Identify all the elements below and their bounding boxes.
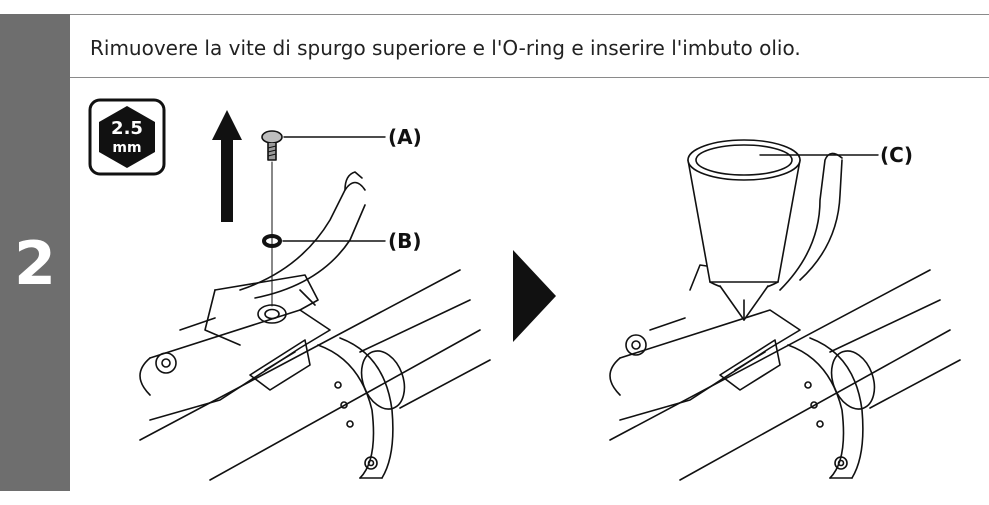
right-illustration [609,139,961,481]
play-arrow-icon [513,250,556,342]
instruction-divider [70,77,989,78]
label-a: (A) [388,125,422,149]
tool-badge: 2.5 mm [88,98,166,176]
step-bar: 2 [0,14,70,491]
left-illustration [139,130,491,481]
label-b: (B) [388,229,422,253]
step-number: 2 [14,229,56,299]
tool-unit: mm [112,140,141,156]
hex-wrench-icon [99,106,155,168]
top-divider [70,14,989,15]
arrow-up-icon [212,110,242,222]
label-c: (C) [880,143,913,167]
tool-size: 2.5 [111,118,143,139]
instruction-text: Rimuovere la vite di spurgo superiore e … [90,36,801,60]
